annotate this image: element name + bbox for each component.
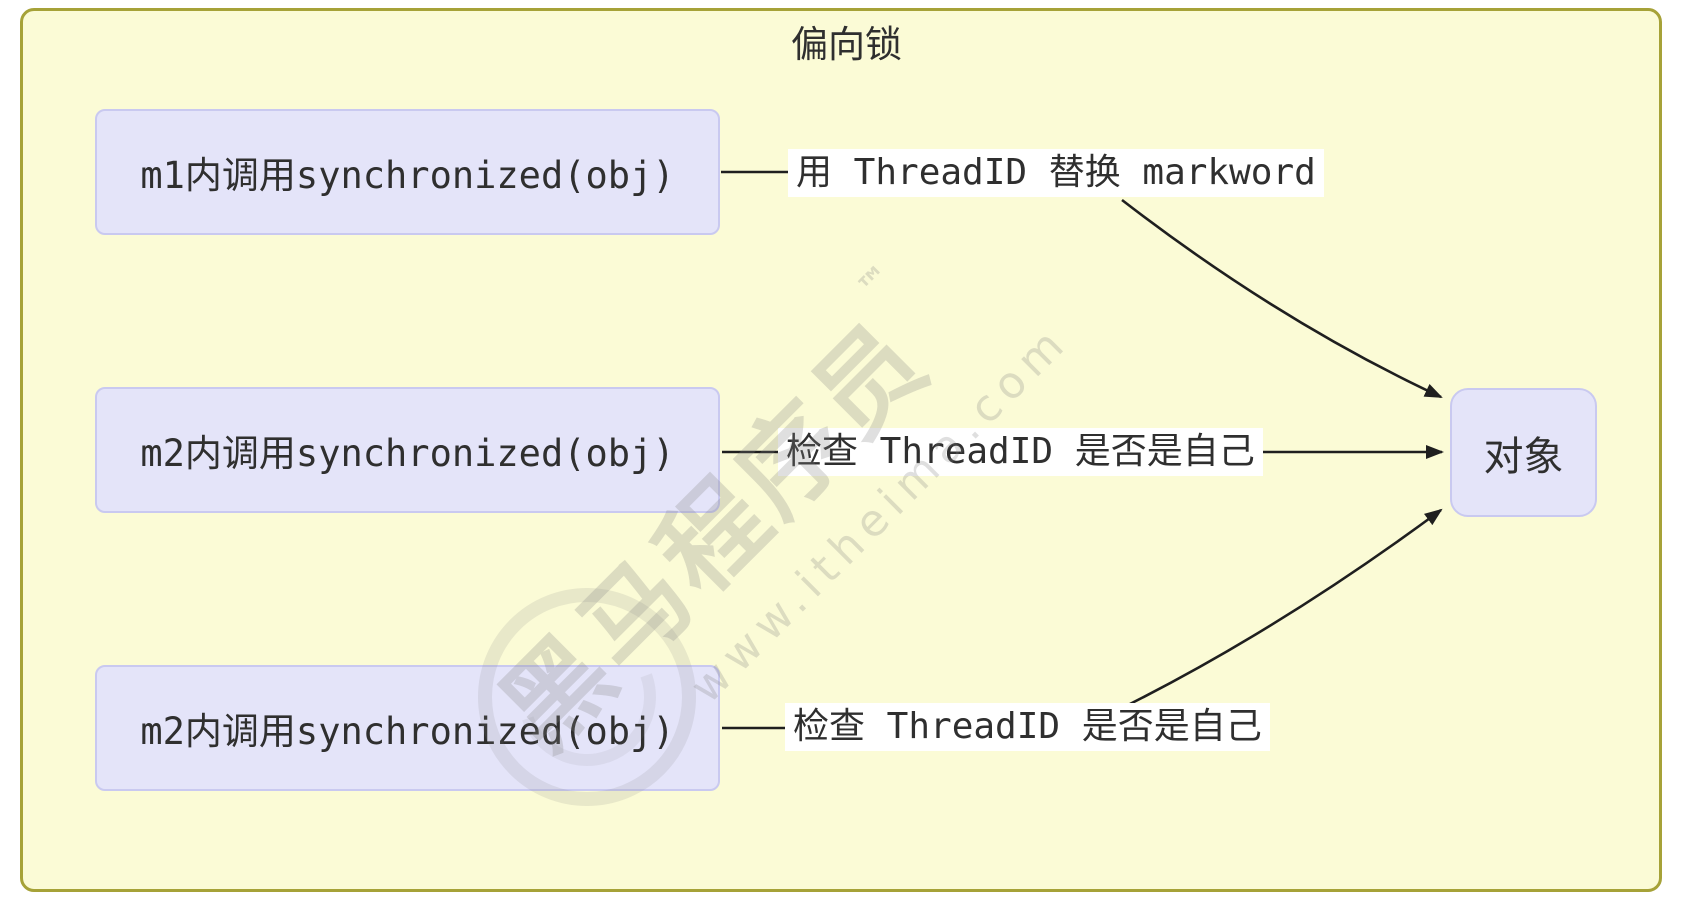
diagram-title: 偏向锁	[791, 23, 902, 66]
edge-m2b-to-obj-arrow	[1127, 508, 1443, 707]
node-m1-call: m1内调用synchronized(obj)	[95, 109, 720, 235]
edge-label-check-threadid-1: 检查 ThreadID 是否是自己	[778, 428, 1263, 476]
edge-m1-to-obj-arrow	[1121, 198, 1443, 399]
node-m2-call-check: m2内调用synchronized(obj)	[95, 387, 720, 513]
node-m2-call-recheck: m2内调用synchronized(obj)	[95, 665, 720, 791]
node-object: 对象	[1450, 388, 1597, 517]
edge-label-replace-markword: 用 ThreadID 替换 markword	[788, 149, 1324, 197]
edge-label-check-threadid-2: 检查 ThreadID 是否是自己	[785, 703, 1270, 751]
